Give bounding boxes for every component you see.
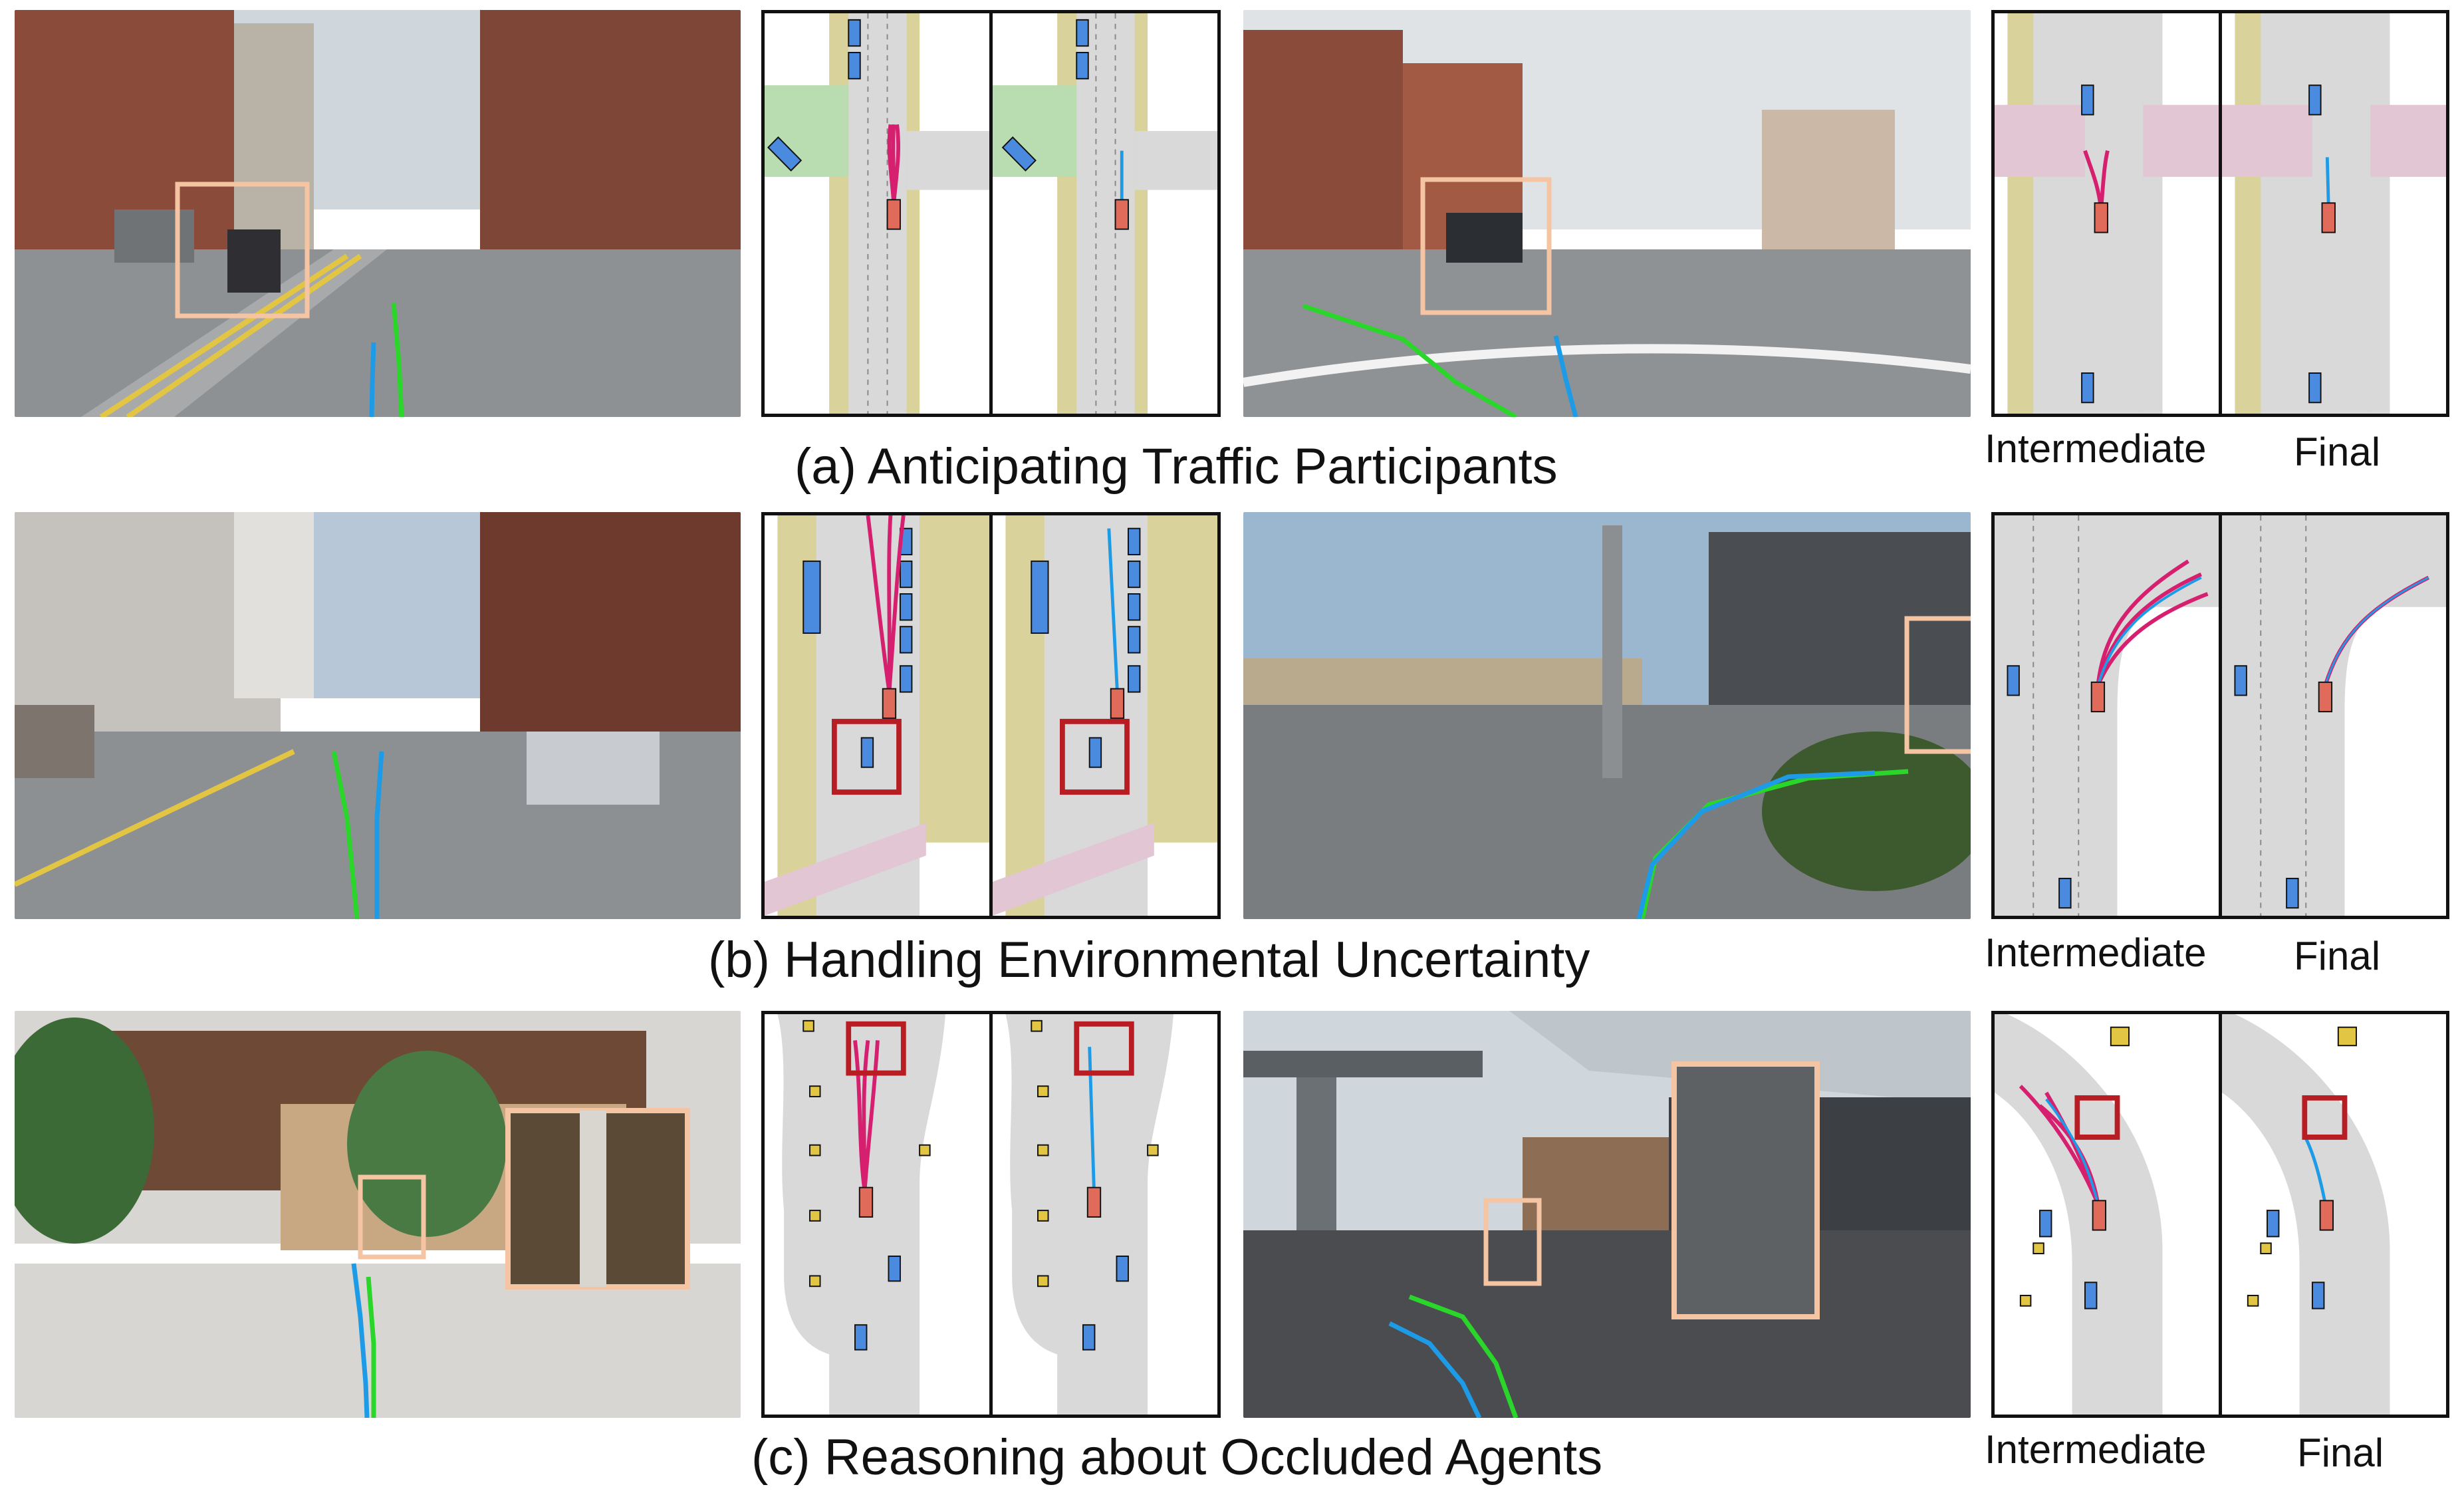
red-box xyxy=(1060,718,1130,795)
red-box xyxy=(832,718,902,795)
ego-vehicle xyxy=(2094,202,2108,233)
bev-map-b-final xyxy=(989,512,1221,919)
label-final-c: Final xyxy=(2297,1430,2384,1475)
camera-image-c1 xyxy=(15,1011,741,1418)
bev-map-a-final xyxy=(989,10,1221,417)
bev-map-b2-intermediate xyxy=(1991,512,2222,919)
ego-vehicle xyxy=(2092,1200,2107,1231)
red-box xyxy=(2074,1095,2120,1140)
trajectory-blue xyxy=(1636,770,1876,919)
red-box xyxy=(2302,1095,2348,1140)
bev-map-c-final xyxy=(989,1011,1221,1418)
ego-vehicle xyxy=(886,199,901,230)
camera-image-b1 xyxy=(15,512,741,919)
label-final-a: Final xyxy=(2294,430,2381,474)
trajectory-blue xyxy=(1388,1321,1482,1418)
trajectory-green xyxy=(1302,303,1517,417)
caption-b: (b) Handling Environmental Uncertainty xyxy=(708,932,1590,988)
bev-map-b2-final xyxy=(2219,512,2449,919)
highlight-box xyxy=(1420,177,1552,315)
camera-image-c2 xyxy=(1243,1011,1971,1418)
trajectory-green xyxy=(366,1276,376,1418)
ego-vehicle xyxy=(2319,1200,2334,1231)
ego-vehicle xyxy=(1110,688,1125,719)
label-intermediate-c: Intermediate xyxy=(1985,1427,2207,1472)
trajectory-green xyxy=(1408,1294,1519,1418)
trajectory-blue xyxy=(374,751,384,919)
trajectory-green xyxy=(391,302,404,417)
ego-vehicle xyxy=(2321,202,2336,233)
camera-image-a1 xyxy=(15,10,741,417)
zoom-inset xyxy=(1671,1061,1820,1319)
ego-vehicle xyxy=(1086,1186,1102,1218)
red-box xyxy=(846,1021,906,1076)
bev-map-a2-intermediate xyxy=(1991,10,2222,417)
ego-vehicle xyxy=(2090,681,2106,713)
ego-vehicle xyxy=(1114,199,1129,230)
highlight-box xyxy=(1904,616,1971,754)
bev-map-c2-intermediate xyxy=(1991,1011,2222,1418)
ego-vehicle xyxy=(882,688,897,719)
red-box xyxy=(1074,1021,1134,1076)
trajectory-blue xyxy=(351,1263,370,1418)
bev-map-a-intermediate xyxy=(761,10,993,417)
highlight-box xyxy=(175,182,310,319)
ego-vehicle xyxy=(858,1186,874,1218)
ego-vehicle xyxy=(2318,681,2333,713)
bev-map-c2-final xyxy=(2219,1011,2449,1418)
camera-image-a2 xyxy=(1243,10,1971,417)
label-intermediate-b: Intermediate xyxy=(1985,930,2207,975)
bev-map-c-intermediate xyxy=(761,1011,993,1418)
label-intermediate-a: Intermediate xyxy=(1985,426,2207,471)
trajectory-blue xyxy=(369,342,376,417)
trajectory-blue xyxy=(1553,335,1578,417)
caption-a: (a) Anticipating Traffic Participants xyxy=(795,438,1558,495)
label-final-b: Final xyxy=(2294,934,2381,978)
bev-map-a2-final xyxy=(2219,10,2449,417)
highlight-box xyxy=(1483,1198,1542,1286)
trajectory-green xyxy=(331,751,360,919)
caption-c: (c) Reasoning about Occluded Agents xyxy=(751,1429,1603,1486)
bev-map-b-intermediate xyxy=(761,512,993,919)
highlight-box xyxy=(358,1174,426,1260)
camera-image-b2 xyxy=(1243,512,1971,919)
